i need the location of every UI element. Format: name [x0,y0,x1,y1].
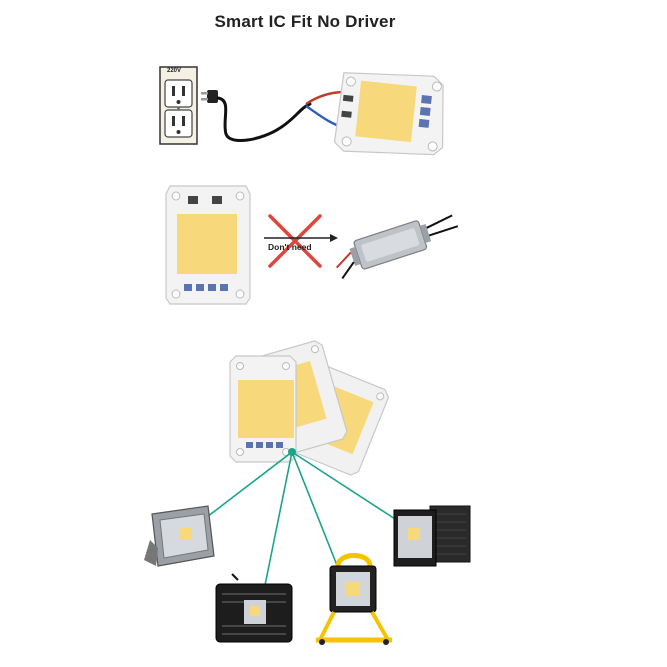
work-light-icon [316,553,392,645]
page-title: Smart IC Fit No Driver [214,12,396,31]
no-need-arrow [264,234,338,242]
connector-hub [288,448,296,456]
no-need-label: Don't need [268,242,312,252]
power-cable [216,96,312,142]
led-driver-icon [335,214,459,279]
cob-led-chip-icon [165,185,251,305]
cob-led-chip-icon [229,355,297,463]
power-plug-icon [201,90,218,103]
cob-led-chip-icon [333,72,444,156]
connector-lines [189,451,413,601]
floodlight-icon [215,573,293,643]
floodlight-icon [144,505,215,567]
floodlight-icon [393,505,471,567]
outlet-voltage-label: 220V [167,68,181,74]
red-cross-icon [268,214,322,268]
red-wire [305,90,346,105]
wall-outlet-icon [159,66,198,145]
